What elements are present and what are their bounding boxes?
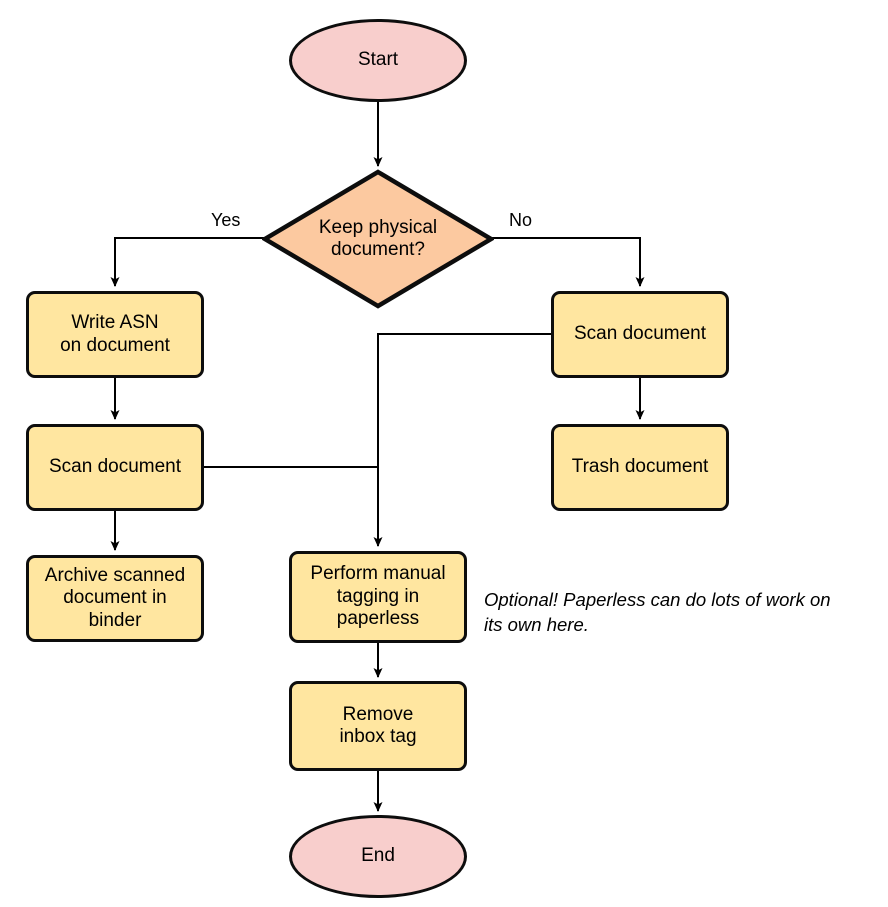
edge-decision-yes-to-write-asn xyxy=(110,237,265,287)
edge-scan-right-to-manual-tagging xyxy=(373,333,552,547)
node-scan-document-right[interactable]: Scan document xyxy=(551,291,729,378)
node-trash-document[interactable]: Trash document xyxy=(551,424,729,511)
node-scan-document-right-label: Scan document xyxy=(573,323,707,345)
node-write-asn-label: Write ASN on document xyxy=(60,312,170,357)
node-end[interactable]: End xyxy=(289,815,467,898)
edge-label-yes: Yes xyxy=(211,210,241,230)
archive-label-line-2: document in xyxy=(63,587,167,609)
node-perform-manual-tagging[interactable]: Perform manual tagging in paperless xyxy=(289,551,467,643)
decision-diamond-shape xyxy=(262,169,494,309)
node-start[interactable]: Start xyxy=(289,19,467,102)
annotation-line-1: Optional! Paperless can do lots of work … xyxy=(484,589,831,610)
annotation-line-2: its own here. xyxy=(484,613,589,635)
node-decision-keep-physical-document[interactable]: Keep physical document? xyxy=(262,169,494,309)
node-start-label: Start xyxy=(357,49,399,71)
edge-decision-no-to-scan-right xyxy=(491,237,645,287)
node-archive-label: Archive scanned document in binder xyxy=(45,565,185,632)
node-archive-scanned-document[interactable]: Archive scanned document in binder xyxy=(26,555,204,642)
write-asn-label-line-2: on document xyxy=(60,334,170,356)
write-asn-label-line-1: Write ASN xyxy=(71,312,159,334)
node-remove-inbox-label: Remove inbox tag xyxy=(339,704,416,749)
archive-label-line-1: Archive scanned xyxy=(44,564,186,586)
manual-tagging-label-line-2: tagging in xyxy=(336,585,420,607)
manual-tagging-label-line-1: Perform manual xyxy=(310,563,446,585)
node-manual-tagging-label: Perform manual tagging in paperless xyxy=(310,563,445,630)
node-end-label: End xyxy=(361,845,395,867)
remove-inbox-label-line-1: Remove xyxy=(342,703,414,725)
node-trash-document-label: Trash document xyxy=(571,456,709,478)
node-scan-document-left-label: Scan document xyxy=(48,456,182,478)
annotation-optional-paperless: Optional! Paperless can do lots of work … xyxy=(484,588,884,637)
remove-inbox-label-line-2: inbox tag xyxy=(339,726,417,747)
node-write-asn-on-document[interactable]: Write ASN on document xyxy=(26,291,204,378)
archive-label-line-3: binder xyxy=(88,609,142,631)
node-scan-document-left[interactable]: Scan document xyxy=(26,424,204,511)
node-remove-inbox-tag[interactable]: Remove inbox tag xyxy=(289,681,467,771)
manual-tagging-label-line-3: paperless xyxy=(336,608,420,630)
edge-label-no: No xyxy=(509,210,533,230)
